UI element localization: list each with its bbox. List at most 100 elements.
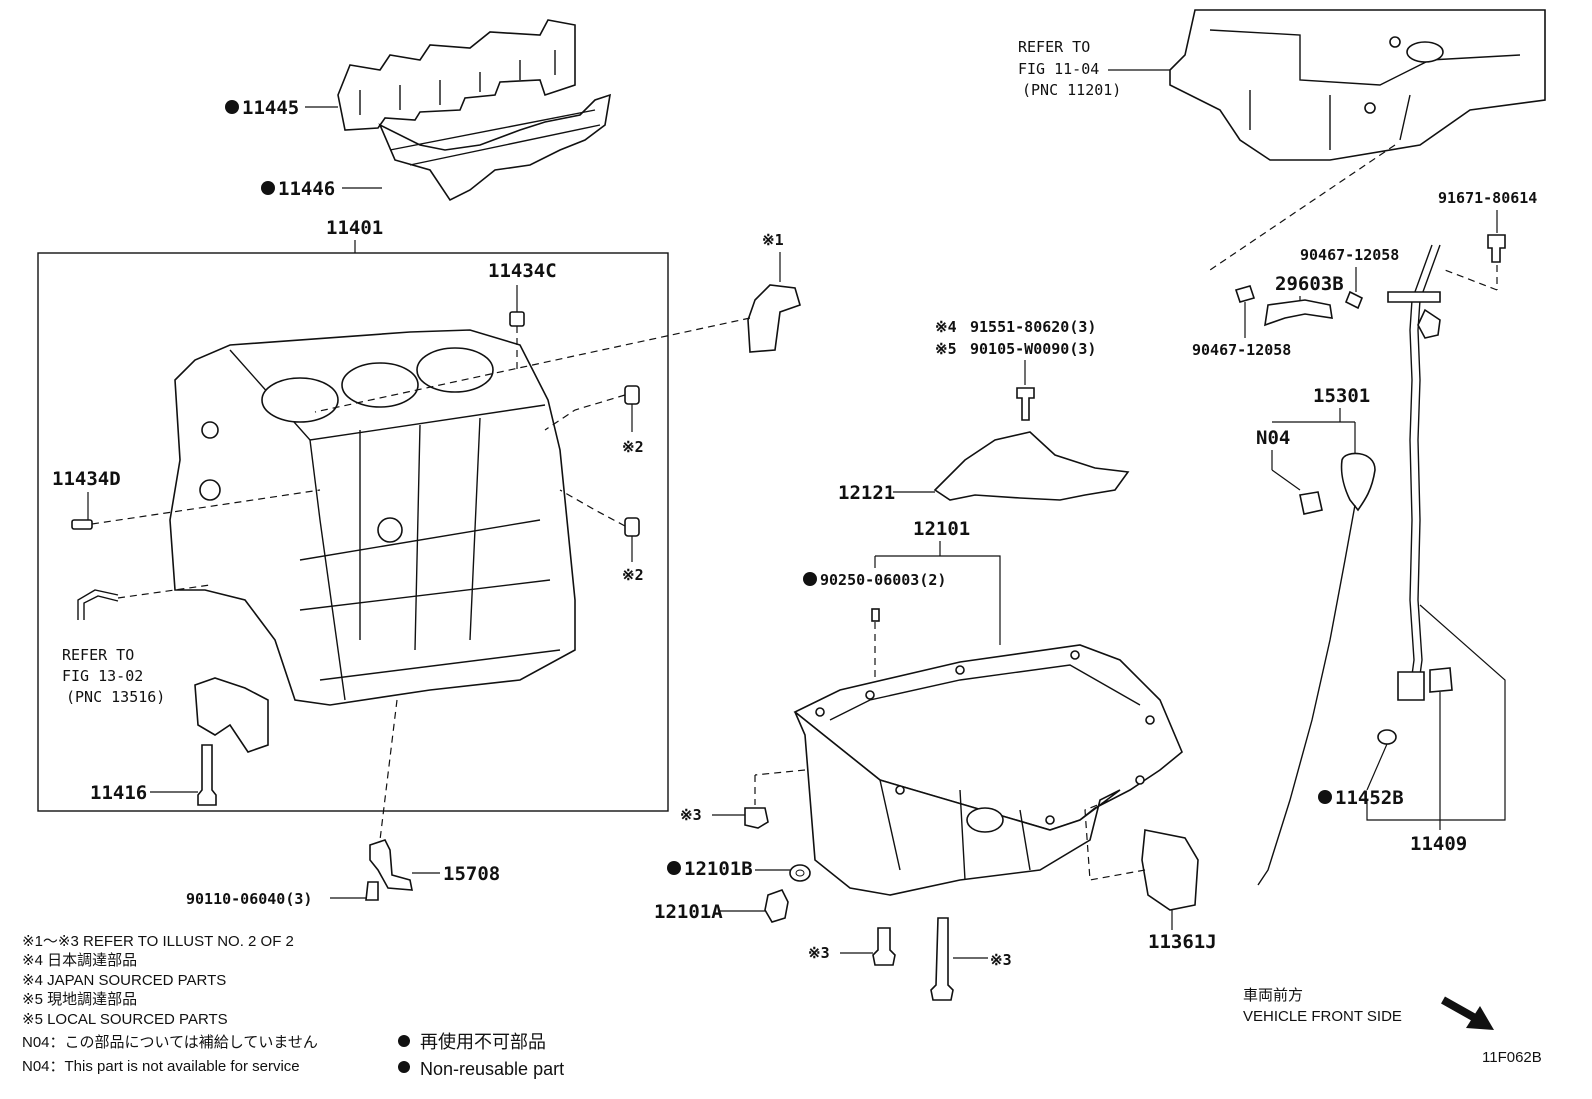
- part-label-11409[interactable]: 11409: [1410, 833, 1467, 855]
- dashed-line-11434D: [91, 489, 321, 525]
- dashed-line-15708: [379, 699, 398, 841]
- non-reusable-legend-dot-jp: [398, 1035, 410, 1047]
- refer-to-top-line1[interactable]: REFER TO: [1018, 38, 1090, 56]
- mark-ref-2-lower[interactable]: ※2: [622, 566, 644, 584]
- dipstick-handle-drawing: [1340, 452, 1376, 512]
- mark-ref-5[interactable]: ※5: [935, 340, 957, 358]
- non-reusable-dot-12101B: [667, 861, 681, 875]
- part-label-11401[interactable]: 11401: [326, 217, 383, 239]
- mark-ref-4[interactable]: ※4: [935, 318, 957, 336]
- vehicle-front-label-jp: 車両前方: [1243, 987, 1303, 1004]
- drain-gasket-hole: [795, 869, 805, 877]
- non-reusable-dot-11446: [261, 181, 275, 195]
- crank-bearing-lower-drawing: [378, 93, 612, 202]
- bearing-cap-bolt-drawing: [197, 744, 217, 806]
- connector-15708-drawing: [369, 839, 413, 891]
- clamp-lower-drawing: [1234, 285, 1256, 303]
- dashed-line-11361J: [1084, 799, 1146, 881]
- guide-bracket-drawing: [1387, 291, 1441, 303]
- legend-non-reusable-en: Non-reusable part: [420, 1059, 564, 1079]
- bolt-long-drawing: [930, 917, 954, 1001]
- mark-ref-2-upper[interactable]: ※2: [622, 438, 644, 456]
- part-label-15301[interactable]: 15301: [1313, 385, 1370, 407]
- oil-baffle-plate-drawing: [933, 431, 1130, 501]
- part-label-90467-lower[interactable]: 90467-12058: [1192, 341, 1291, 359]
- legend-line-refer-illust: ※1～※3 REFER TO ILLUST NO. 2 OF 2: [22, 933, 294, 950]
- bolt-91671-drawing: [1487, 234, 1506, 263]
- grommet-N04-drawing: [1299, 491, 1323, 515]
- cylinder-block-drawing: [169, 329, 576, 706]
- mark-ref-1[interactable]: ※1: [762, 231, 784, 249]
- part-label-15708[interactable]: 15708: [443, 863, 500, 885]
- leader-line-N04-b: [1271, 469, 1301, 491]
- part-label-N04[interactable]: N04: [1256, 427, 1290, 449]
- refer-to-left-line2[interactable]: FIG 13-02: [62, 667, 143, 685]
- dipstick-guide-drawing: [1417, 244, 1441, 691]
- guide-eye-drawing: [1417, 308, 1441, 339]
- refer-to-left-line1[interactable]: REFER TO: [62, 646, 134, 664]
- clamp-upper-drawing: [1344, 290, 1364, 310]
- flange-nut-drawing: [744, 807, 769, 829]
- bolt-short-drawing: [872, 927, 896, 966]
- leader-bracket-11409-right: [1366, 604, 1506, 821]
- bracket-mark1-drawing: [747, 284, 801, 353]
- part-label-90250[interactable]: 90250-06003(2): [820, 571, 946, 589]
- drain-plug-drawing: [764, 889, 789, 923]
- part-label-29603B[interactable]: 29603B: [1275, 273, 1344, 295]
- guide-tube-end-drawing: [1397, 671, 1425, 701]
- dashed-line-case-to-hose: [1209, 144, 1396, 271]
- oil-pump-case-drawing: [1169, 9, 1546, 161]
- pin-lower-drawing: [624, 517, 640, 537]
- mark-ref-3-nut[interactable]: ※3: [680, 806, 702, 824]
- non-reusable-legend-dot-en: [398, 1061, 410, 1073]
- bearing-cap-drawing: [194, 677, 269, 753]
- plug-11409-drawing: [1429, 667, 1453, 693]
- part-label-90105[interactable]: 90105-W0090(3): [970, 340, 1096, 358]
- part-label-90110[interactable]: 90110-06040(3): [186, 890, 312, 908]
- part-label-11446[interactable]: 11446: [278, 178, 335, 200]
- dashed-line-mark2a: [544, 394, 626, 431]
- vehicle-front-arrow-icon: [1441, 996, 1494, 1030]
- leader-line-11452B: [1366, 743, 1388, 791]
- legend-line-not-supplied-en: N04：This part is not available for servi…: [22, 1058, 300, 1075]
- legend-line-local-sourced-en: ※5 LOCAL SOURCED PARTS: [22, 1011, 228, 1028]
- mark-ref-3-short-bolt[interactable]: ※3: [808, 944, 830, 962]
- leader-bracket-15301: [1272, 408, 1356, 455]
- figure-id: 11F062B: [1482, 1049, 1542, 1066]
- part-label-11434D[interactable]: 11434D: [52, 468, 121, 490]
- refer-to-left-line3[interactable]: (PNC 13516): [66, 688, 165, 706]
- refer-to-top-line3[interactable]: (PNC 11201): [1022, 81, 1121, 99]
- part-label-11361J[interactable]: 11361J: [1148, 931, 1217, 953]
- part-label-12121[interactable]: 12121: [838, 482, 895, 504]
- dashed-line-mark1: [314, 317, 751, 413]
- part-label-12101[interactable]: 12101: [913, 518, 970, 540]
- dashed-line-ref-13-02: [117, 584, 211, 599]
- cylinder-block-assembly-frame: [37, 252, 669, 812]
- dipstick-rod-drawing: [1257, 504, 1356, 886]
- leader-bracket-12101: [875, 555, 1001, 645]
- part-label-11452B[interactable]: 11452B: [1335, 787, 1404, 809]
- legend-line-not-supplied-jp: N04：この部品については補給していません: [22, 1034, 318, 1051]
- part-label-11434C[interactable]: 11434C: [488, 260, 557, 282]
- dashed-line-mark3-nut: [754, 769, 806, 776]
- stud-90250-drawing: [871, 608, 880, 622]
- part-label-91671[interactable]: 91671-80614: [1438, 189, 1537, 207]
- part-label-11445[interactable]: 11445: [242, 97, 299, 119]
- mark-ref-3-long-bolt[interactable]: ※3: [990, 951, 1012, 969]
- part-label-90467-upper[interactable]: 90467-12058: [1300, 246, 1399, 264]
- non-reusable-dot-11452B: [1318, 790, 1332, 804]
- part-label-12101B[interactable]: 12101B: [684, 858, 753, 880]
- vehicle-front-label-en: VEHICLE FRONT SIDE: [1243, 1008, 1402, 1025]
- part-label-91551[interactable]: 91551-80620(3): [970, 318, 1096, 336]
- part-label-12101A[interactable]: 12101A: [654, 901, 723, 923]
- oil-pan-drawing: [793, 644, 1183, 896]
- part-label-11416[interactable]: 11416: [90, 782, 147, 804]
- dipstick-guide-drawing-inner: [1409, 244, 1433, 691]
- baffle-bolt-drawing: [1016, 387, 1035, 421]
- hose-29603B-drawing: [1264, 299, 1333, 327]
- dowel-pin-11434D-drawing: [71, 519, 93, 530]
- o-ring-11452B-drawing: [1377, 729, 1397, 745]
- refer-to-top-line2[interactable]: FIG 11-04: [1018, 60, 1099, 78]
